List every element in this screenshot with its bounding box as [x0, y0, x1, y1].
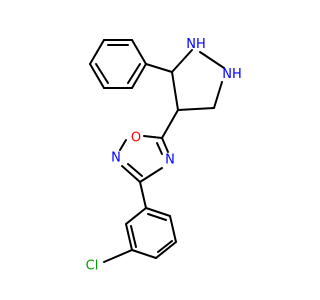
atom-nh-2: NH: [222, 67, 242, 82]
bond-n-c3: [121, 165, 141, 183]
atom-nitrogen-ring-right: N: [165, 153, 175, 168]
svg-text:NH: NH: [222, 67, 242, 82]
atom-oxygen: O: [131, 131, 141, 146]
bond-n1-n2: [199, 51, 225, 69]
bonds: [89, 39, 225, 263]
bond-phenyl-3: [131, 63, 147, 89]
bond-c-cl: [103, 249, 133, 263]
bond-clph-inner-1: [130, 225, 137, 248]
bond-phenyl-inner-2: [127, 63, 141, 84]
bond-n4-c5-double: [156, 142, 163, 155]
molecule-structure: NH NH O N N Cl: [86, 37, 242, 274]
svg-text:NH: NH: [186, 37, 206, 52]
bond-phenyl-c3: [145, 63, 173, 73]
bond-oxadiazole-phenyl: [139, 181, 147, 209]
atom-chlorine: Cl: [86, 259, 99, 274]
bond-clph-inner-2: [157, 240, 173, 253]
bond-c5-o: [143, 135, 163, 139]
bond-c5-c4: [177, 107, 215, 111]
bond-c4-oxadiazole: [161, 109, 179, 139]
bond-n4-c5: [161, 137, 169, 153]
bond-clph-6: [145, 207, 171, 217]
bond-phenyl-6: [89, 39, 105, 65]
bond-c3-n1: [171, 49, 193, 73]
bond-clph-inner-3: [147, 213, 167, 221]
bond-clph-4: [155, 241, 177, 259]
bond-o-n: [119, 139, 127, 151]
atom-nitrogen-ring-left: N: [111, 151, 121, 166]
bond-c4-c3: [171, 71, 179, 111]
bond-clph-1: [125, 207, 147, 225]
bond-clph-5: [169, 215, 177, 243]
bond-phenyl-5: [89, 63, 105, 89]
bond-phenyl-inner-3: [95, 63, 109, 84]
bond-n2-c5: [213, 81, 223, 109]
bond-c3-n4: [139, 167, 163, 183]
atom-nh-1: NH: [186, 37, 206, 52]
bond-clph-3: [131, 249, 157, 259]
bond-clph-2: [125, 223, 133, 251]
bond-phenyl-2: [131, 39, 147, 65]
bond-n-c3-double: [127, 163, 143, 177]
atom-labels: NH NH O N N Cl: [86, 37, 242, 274]
